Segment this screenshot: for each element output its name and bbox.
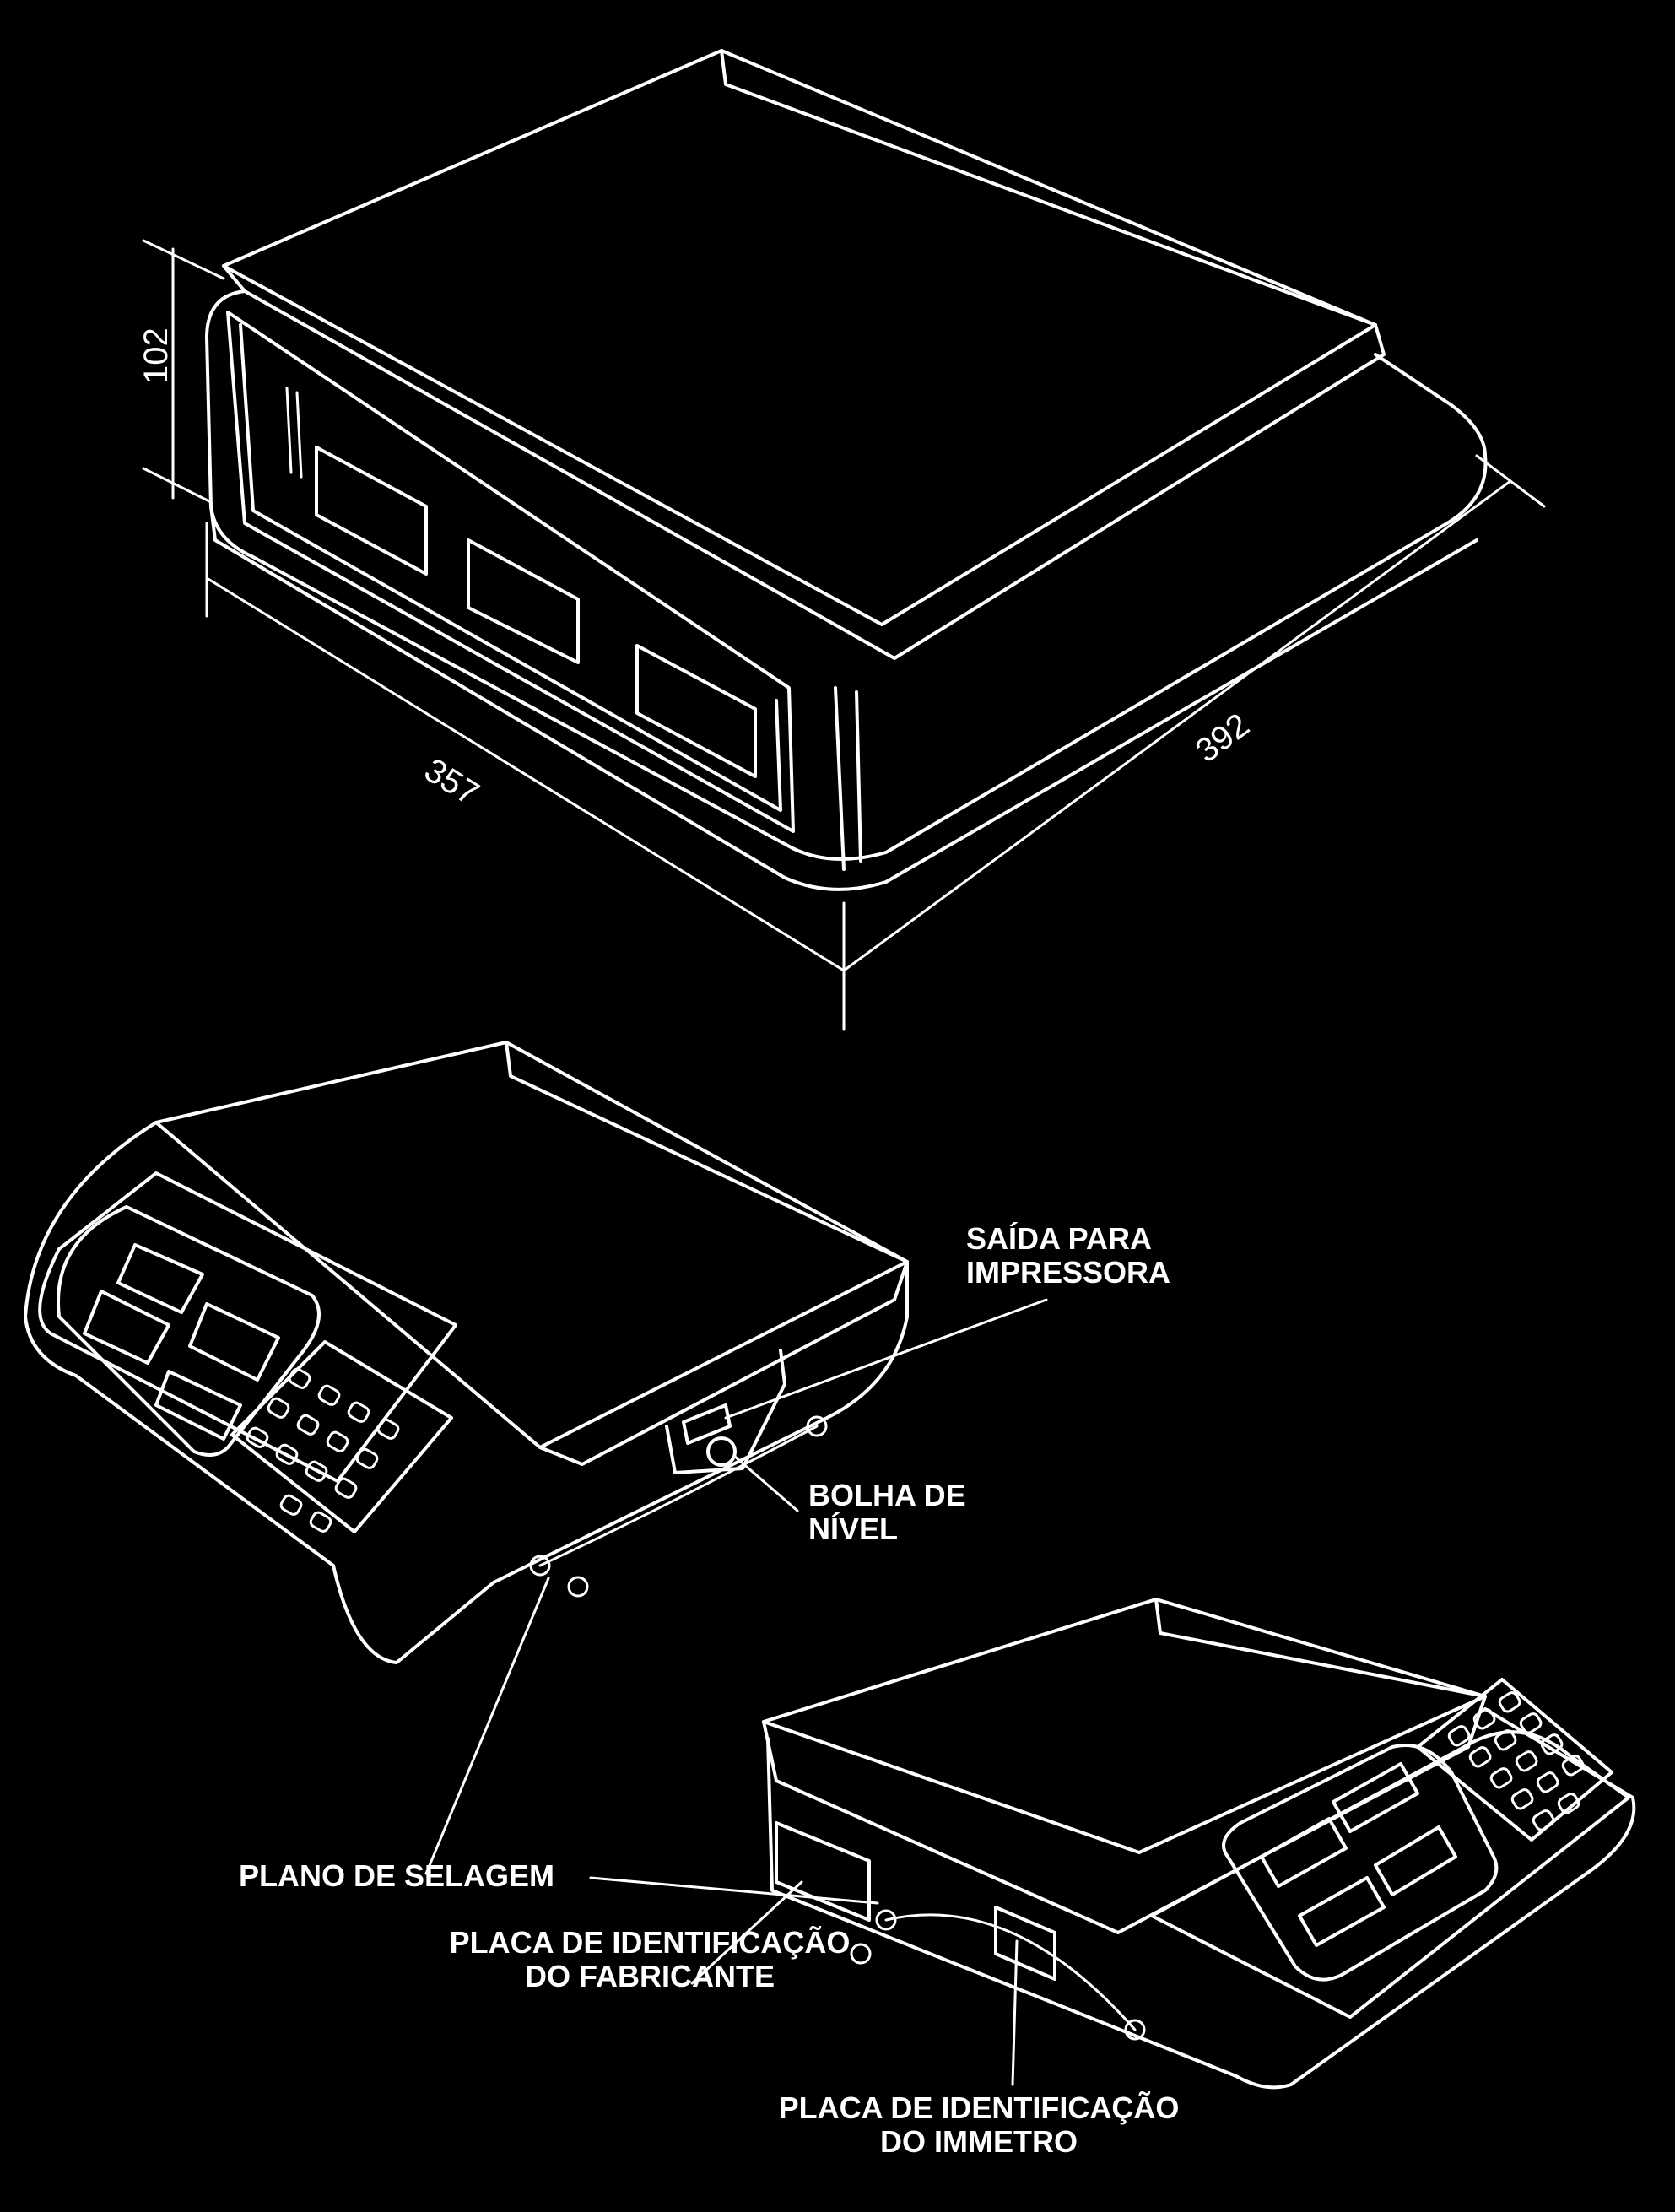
bot-display-window-4 (1374, 1825, 1457, 1896)
leader-sealing-bot (589, 1876, 879, 1905)
bot-platter-rim (762, 1695, 1487, 1934)
label-level-bubble: BOLHA DE NÍVEL (808, 1479, 966, 1546)
mid-seal-screw-2 (529, 1555, 551, 1577)
top-display-price (467, 538, 580, 664)
mid-display-window-2 (83, 1290, 170, 1365)
top-platter (222, 49, 1377, 626)
mid-seal-screw-3 (567, 1576, 589, 1598)
top-display-total (635, 644, 757, 778)
top-body-base (209, 505, 1478, 891)
top-front-panel (226, 311, 795, 833)
dim-height-label: 102 (138, 327, 175, 384)
scale-bottom-view (762, 1598, 1636, 2090)
label-manufacturer-plate-line1: PLACA DE IDENTIFICAÇÃO (449, 1925, 851, 1960)
label-inmetro-plate-line2: DO IMMETRO (880, 2124, 1078, 2159)
label-sealing-plane: PLANO DE SELAGEM (239, 1859, 554, 1893)
label-level-bubble-line2: NÍVEL (808, 1512, 899, 1546)
mid-seal-wire (538, 1425, 819, 1567)
bot-keypad-frame (1416, 1678, 1613, 1842)
label-printer-output-line2: IMPRESSORA (966, 1255, 1171, 1290)
mid-display-panel (57, 1205, 321, 1457)
bot-platter-lip (1154, 1598, 1487, 1698)
bot-keypad-keys (1447, 1691, 1585, 1831)
top-housing-edge (834, 686, 862, 871)
top-platter-rim (222, 264, 1386, 660)
bot-seal-screw-3 (1124, 2019, 1146, 2041)
top-indicators (285, 387, 303, 479)
top-front-panel-inner (239, 323, 782, 812)
bot-seal-wire (884, 1913, 1137, 2031)
mid-display-window-4 (154, 1370, 242, 1441)
dim-depth-tick-right (1475, 454, 1546, 508)
mid-platter-rim (538, 1260, 909, 1466)
mid-level-bubble (706, 1436, 737, 1467)
mid-platter (154, 1041, 909, 1449)
label-sealing-plane-text: PLANO DE SELAGEM (239, 1858, 555, 1893)
bot-inmetro-plate (994, 1906, 1056, 1981)
bot-display-window-2 (1332, 1762, 1419, 1833)
label-level-bubble-line1: BOLHA DE (808, 1478, 966, 1512)
label-manufacturer-plate-line2: DO FABRICANTE (525, 1959, 775, 1993)
mid-platter-lip (505, 1041, 909, 1263)
scale-middle-view (24, 1041, 909, 1664)
scale-top-view: 102 357 392 (138, 49, 1546, 1031)
bot-console-top (1150, 1730, 1630, 2019)
mid-console-top (38, 1171, 457, 1483)
mid-body-outline (24, 1121, 909, 1664)
mid-display-window-3 (188, 1302, 280, 1382)
mid-rear-recess (665, 1349, 786, 1474)
top-display-weight (315, 446, 428, 576)
mid-printer-port (682, 1403, 732, 1445)
label-printer-output: SAÍDA PARA IMPRESSORA (966, 1222, 1170, 1290)
mid-display-window-1 (116, 1243, 204, 1314)
bot-manufacturer-plate (775, 1821, 871, 1922)
dim-depth-line (842, 479, 1512, 972)
leader-printer (724, 1298, 1048, 1420)
label-inmetro-plate-line1: PLACA DE IDENTIFICAÇÃO (778, 2090, 1180, 2125)
bot-seal-screw-1 (875, 1909, 897, 1931)
dim-depth-label: 392 (1189, 706, 1256, 770)
leader-inmetro (1011, 1939, 1019, 2086)
top-platter-lip (720, 49, 1377, 327)
label-inmetro-plate: PLACA DE IDENTIFICAÇÃO DO IMMETRO (751, 2091, 1207, 2159)
leader-lines (424, 1298, 1048, 2086)
dim-width-label: 357 (418, 751, 485, 813)
leader-bubble (732, 1454, 799, 1512)
dim-width-line (205, 576, 846, 972)
top-body-outline (205, 289, 1488, 861)
bot-seal-screw-2 (850, 1943, 872, 1965)
bot-display-window-3 (1298, 1876, 1386, 1947)
mid-keypad-frame (230, 1340, 453, 1533)
label-manufacturer-plate: PLACA DE IDENTIFICAÇÃO DO FABRICANTE (422, 1926, 878, 1993)
bot-body-outline (766, 1707, 1636, 2090)
bot-display-panel (1222, 1744, 1499, 1982)
dim-height-tick-top (142, 239, 225, 280)
mid-seal-screw-1 (806, 1415, 828, 1437)
leader-manufacturer (690, 1880, 803, 1985)
leader-sealing-mid (424, 1577, 550, 1875)
mid-keypad-keys (246, 1367, 400, 1533)
dim-height-tick-bottom (142, 467, 213, 504)
label-printer-output-line1: SAÍDA PARA (966, 1221, 1153, 1256)
bot-display-window-1 (1260, 1817, 1348, 1888)
